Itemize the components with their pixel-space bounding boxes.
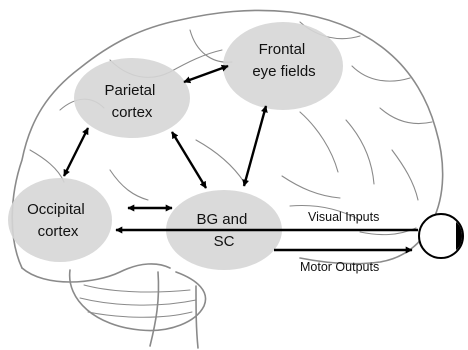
motor-outputs-label: Motor Outputs	[300, 260, 379, 274]
arrow-parietal-frontal	[184, 66, 228, 82]
visual-inputs-label: Visual Inputs	[308, 210, 379, 224]
arrow-parietal-occipital	[64, 128, 88, 176]
arrow-frontal-bgsc	[244, 106, 266, 186]
eye-icon	[419, 214, 463, 258]
arrow-parietal-bgsc	[172, 132, 206, 188]
occipital-cortex-region	[8, 178, 112, 262]
